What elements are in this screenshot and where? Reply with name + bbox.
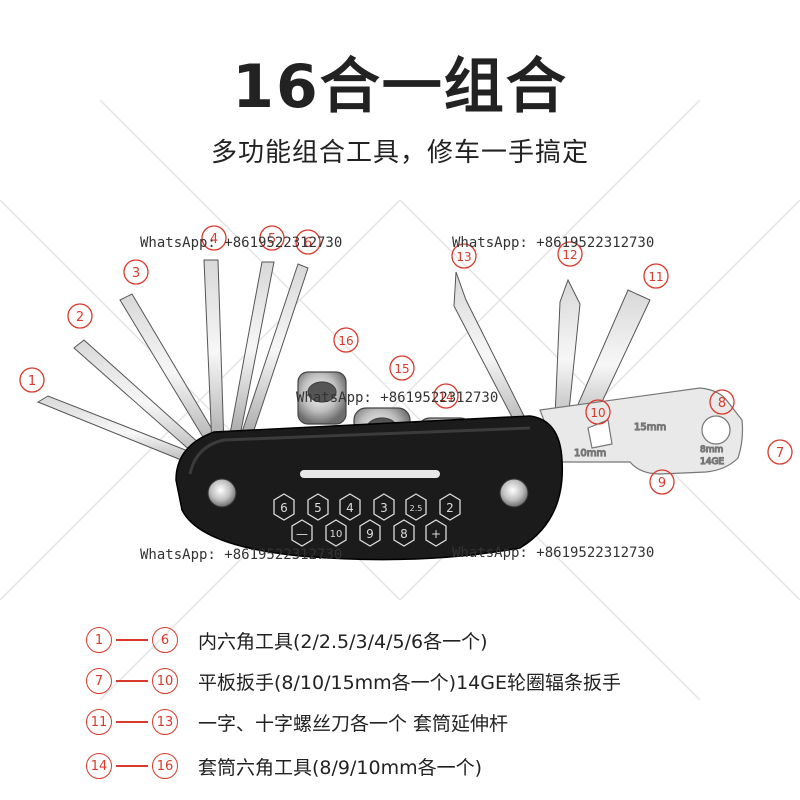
svg-text:8: 8	[718, 396, 726, 411]
hex-label-5: 5	[307, 493, 329, 521]
svg-text:3: 3	[132, 266, 140, 281]
screwdrivers-right	[453, 271, 651, 441]
hex-label-minus: —	[291, 519, 313, 547]
svg-text:2: 2	[446, 501, 454, 515]
hex-label-plus: +	[425, 519, 447, 547]
svg-text:11: 11	[648, 270, 663, 284]
legend-text: 一字、十字螺丝刀各一个 套筒延伸杆	[198, 712, 509, 735]
svg-text:12: 12	[562, 248, 577, 262]
hex-label-3: 3	[373, 493, 395, 521]
svg-text:4: 4	[346, 501, 354, 515]
hex-label-10: 10	[325, 519, 347, 547]
legend-row: 7 10 平板扳手(8/10/15mm各一个)14GE轮圈辐条扳手	[86, 665, 621, 697]
page-title: 16合一组合	[232, 52, 568, 122]
legend-row: 14 16 套筒六角工具(8/9/10mm各一个)	[86, 750, 482, 782]
wrench-label-15mm: 15mm	[634, 422, 666, 433]
legend-dash	[116, 765, 148, 767]
svg-text:+: +	[431, 527, 441, 541]
hex-keys-left	[36, 259, 309, 471]
hex-label-9: 9	[359, 519, 381, 547]
legend-dash	[116, 721, 148, 723]
watermark-text: WhatsApp: +8619522312730	[140, 547, 343, 563]
legend-to: 16	[152, 753, 178, 779]
legend-from: 7	[86, 668, 112, 694]
legend-text: 内六角工具(2/2.5/3/4/5/6各一个)	[198, 630, 488, 653]
callout-11: 11	[643, 263, 669, 289]
legend-from: 1	[86, 627, 112, 653]
svg-text:15: 15	[394, 362, 409, 376]
hex-label-8: 8	[393, 519, 415, 547]
callout-13: 13	[451, 243, 477, 269]
svg-text:9: 9	[366, 527, 374, 541]
svg-text:6: 6	[304, 236, 312, 251]
svg-text:2.5: 2.5	[410, 504, 423, 513]
legend-row: 11 13 一字、十字螺丝刀各一个 套筒延伸杆	[86, 706, 508, 738]
hex-labels-top: 6 5 4 3 2.5 2	[273, 493, 461, 521]
callout-16: 16	[333, 327, 359, 353]
callout-9: 9	[649, 469, 675, 495]
legend-from: 14	[86, 753, 112, 779]
svg-text:9: 9	[658, 476, 666, 491]
svg-text:6: 6	[280, 501, 288, 515]
hex-label-6: 6	[273, 493, 295, 521]
callout-1: 1	[19, 367, 45, 393]
wrench-label-8mm: 8mm	[700, 445, 723, 455]
svg-text:3: 3	[380, 501, 388, 515]
callout-12: 12	[557, 241, 583, 267]
callout-14: 14	[433, 383, 459, 409]
watermark-text: WhatsApp: +8619522312730	[452, 545, 655, 561]
svg-text:14: 14	[438, 390, 453, 404]
legend-dash	[116, 680, 148, 682]
hex-label-4: 4	[339, 493, 361, 521]
legend-range: 1 6	[86, 627, 178, 653]
svg-text:10: 10	[590, 406, 605, 420]
callout-7: 7	[767, 439, 793, 465]
svg-text:4: 4	[210, 232, 218, 247]
svg-text:10: 10	[330, 529, 343, 540]
svg-text:5: 5	[314, 501, 322, 515]
legend-to: 10	[152, 668, 178, 694]
hex-label-2: 2	[439, 493, 461, 521]
wrench-label-14ge: 14GE	[700, 457, 724, 467]
legend-range: 14 16	[86, 753, 178, 779]
svg-text:16: 16	[338, 334, 353, 348]
callout-4: 4	[201, 225, 227, 251]
legend-dash	[116, 639, 148, 641]
svg-text:2: 2	[76, 310, 84, 325]
svg-text:—: —	[296, 527, 308, 541]
callout-3: 3	[123, 259, 149, 285]
legend-to: 13	[152, 709, 178, 735]
legend-text: 套筒六角工具(8/9/10mm各一个)	[198, 756, 482, 779]
callouts: 1 2 3 4 5 6 7 8 9 10 11 12 13 14 15 16	[19, 225, 793, 495]
callout-2: 2	[67, 303, 93, 329]
tool-body	[175, 415, 564, 561]
callout-8: 8	[709, 389, 735, 415]
legend-from: 11	[86, 709, 112, 735]
svg-text:8: 8	[400, 527, 408, 541]
hex-label-2-5: 2.5	[405, 493, 427, 521]
legend-range: 11 13	[86, 709, 178, 735]
legend-text: 平板扳手(8/10/15mm各一个)14GE轮圈辐条扳手	[198, 671, 621, 694]
svg-text:13: 13	[456, 250, 471, 264]
callout-15: 15	[389, 355, 415, 381]
legend-row: 1 6 内六角工具(2/2.5/3/4/5/6各一个)	[86, 624, 488, 656]
svg-text:7: 7	[776, 446, 784, 461]
watermark-text: WhatsApp: +8619522312730	[140, 235, 343, 251]
hex-labels-bottom: — 10 9 8 +	[291, 519, 447, 547]
watermark-text: WhatsApp: +8619522312730	[296, 390, 499, 406]
svg-text:1: 1	[28, 374, 36, 389]
watermark-text: WhatsApp: +8619522312730	[452, 235, 655, 251]
page-subtitle: 多功能组合工具，修车一手搞定	[210, 138, 589, 168]
legend-to: 6	[152, 627, 178, 653]
wrench-plate: 15mm 10mm 8mm 14GE	[539, 387, 744, 475]
callout-6: 6	[295, 229, 321, 255]
callout-5: 5	[259, 225, 285, 251]
callout-10: 10	[585, 399, 611, 425]
wrench-label-10mm: 10mm	[574, 448, 606, 459]
legend-range: 7 10	[86, 668, 178, 694]
svg-text:5: 5	[268, 232, 276, 247]
